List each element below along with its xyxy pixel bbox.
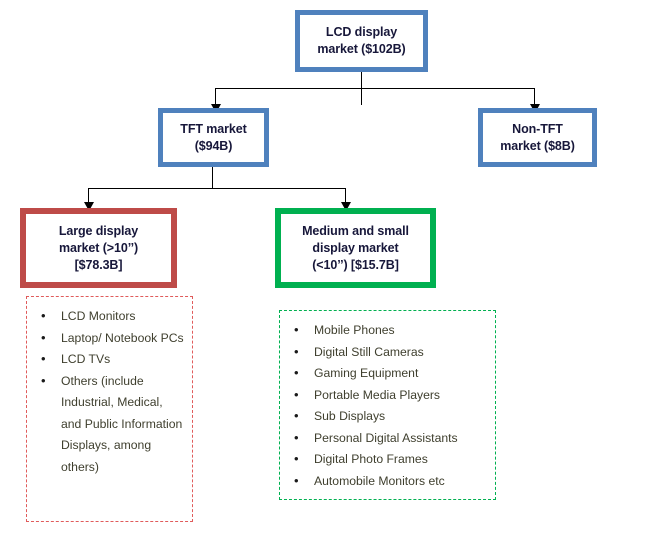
- node-lcd-display-market-inner: LCD display market ($102B): [299, 14, 424, 68]
- connector-tft-to-medium: [345, 188, 347, 204]
- node-non-tft-market-inner: Non-TFT market ($8B): [482, 112, 593, 163]
- connector-tft-to-large: [88, 188, 90, 204]
- connector-root-to-tft: [215, 88, 217, 106]
- node-medium-small-display-market-inner: Medium and small display market (<10’’) …: [280, 213, 431, 283]
- node-tft-market-inner: TFT market ($94B): [162, 112, 265, 163]
- arrowhead-to-large-display: [83, 202, 94, 211]
- list-item: Sub Displays: [280, 405, 489, 428]
- medium-small-display-item-list: Mobile Phones Digital Still Cameras Gami…: [280, 311, 495, 492]
- node-medium-small-display-market-line3: (<10’’) [$15.7B]: [312, 257, 399, 272]
- node-non-tft-market-line2: market ($8B): [500, 138, 575, 153]
- arrowhead-to-medium-small-display: [340, 202, 351, 211]
- node-non-tft-market[interactable]: Non-TFT market ($8B): [478, 108, 597, 167]
- node-medium-small-display-market-line1: Medium and small: [302, 223, 409, 238]
- list-item: Laptop/ Notebook PCs: [27, 327, 186, 350]
- large-display-item-list: LCD Monitors Laptop/ Notebook PCs LCD TV…: [27, 297, 192, 478]
- node-large-display-market-line3: [$78.3B]: [74, 257, 123, 272]
- node-lcd-display-market-line1: LCD display: [325, 25, 398, 39]
- node-large-display-market-line1: Large display: [58, 223, 139, 238]
- node-lcd-display-market-line2: market ($102B): [317, 42, 406, 56]
- list-medium-small-display-items: Mobile Phones Digital Still Cameras Gami…: [279, 310, 496, 500]
- node-medium-small-display-market[interactable]: Medium and small display market (<10’’) …: [275, 208, 436, 288]
- list-item: Automobile Monitors etc: [280, 470, 489, 493]
- node-large-display-market-inner: Large display market (>10’’) [$78.3B]: [25, 213, 172, 283]
- node-large-display-market-line2: market (>10’’): [58, 240, 139, 255]
- node-tft-market-line2: ($94B): [194, 138, 233, 153]
- list-item: Digital Still Cameras: [280, 341, 489, 364]
- list-item: Others (include Industrial, Medical, and…: [27, 370, 186, 479]
- connector-tft-bus: [88, 188, 346, 190]
- list-item: Digital Photo Frames: [280, 448, 489, 471]
- node-lcd-display-market[interactable]: LCD display market ($102B): [295, 10, 428, 72]
- list-large-display-items: LCD Monitors Laptop/ Notebook PCs LCD TV…: [26, 296, 193, 522]
- list-item: LCD Monitors: [27, 305, 186, 328]
- node-large-display-market[interactable]: Large display market (>10’’) [$78.3B]: [20, 208, 177, 288]
- connector-root-bus: [215, 88, 535, 90]
- list-item: Portable Media Players: [280, 384, 489, 407]
- node-tft-market-line1: TFT market: [180, 121, 247, 136]
- node-non-tft-market-line1: Non-TFT: [512, 121, 563, 136]
- list-item: Personal Digital Assistants: [280, 427, 489, 450]
- connector-root-to-nontft: [534, 88, 536, 106]
- connector-tft-stem: [212, 167, 214, 189]
- node-tft-market[interactable]: TFT market ($94B): [158, 108, 269, 167]
- list-item: Mobile Phones: [280, 319, 489, 342]
- list-item: Gaming Equipment: [280, 362, 489, 385]
- node-medium-small-display-market-line2: display market: [312, 240, 399, 255]
- list-item: LCD TVs: [27, 348, 186, 371]
